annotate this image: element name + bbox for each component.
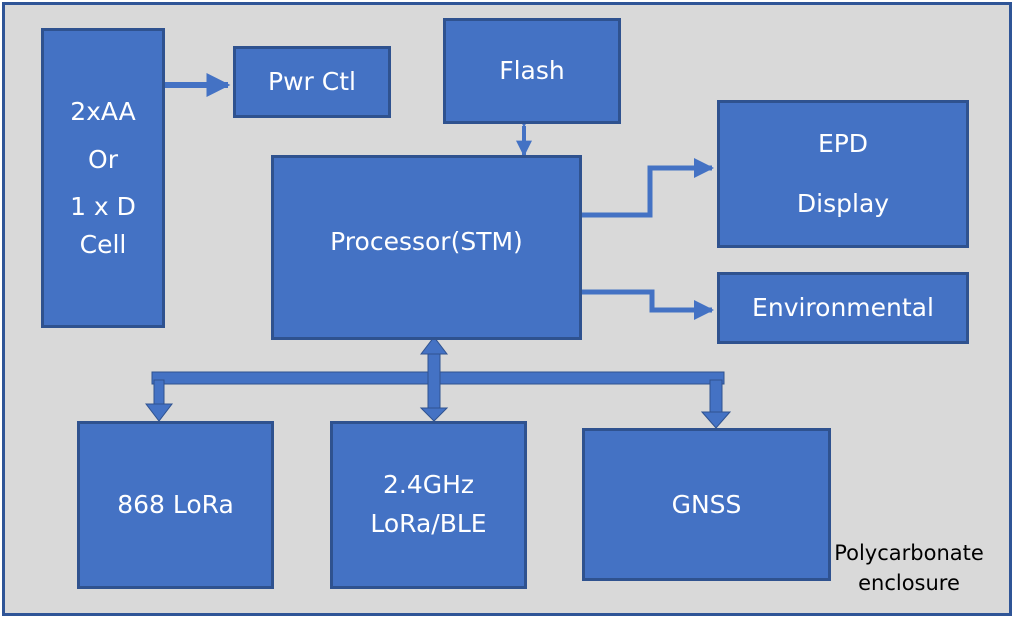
enclosure-caption-line-2: enclosure <box>858 571 960 596</box>
peripheral-bus <box>144 336 732 429</box>
lora-868-label: 868 LoRa <box>117 490 234 520</box>
environmental-block: Environmental <box>717 272 969 344</box>
battery-line-2: Or <box>88 144 118 174</box>
pwr-ctl-label: Pwr Ctl <box>268 67 356 97</box>
battery-line-3: 1 x D <box>70 192 136 221</box>
lora-24-line-1: 2.4GHz <box>382 470 475 500</box>
lora-868-block: 868 LoRa <box>77 421 274 589</box>
epd-display-block: EPD Display <box>717 100 969 248</box>
enclosure-caption-line-1: Polycarbonate <box>834 541 984 565</box>
battery-block: 2xAA Or 1 x D Cell <box>41 28 165 328</box>
environmental-label: Environmental <box>752 293 934 323</box>
pwr-ctl-block: Pwr Ctl <box>233 46 391 118</box>
gnss-label: GNSS <box>671 489 742 519</box>
epd-line-1: EPD <box>817 129 869 158</box>
lora-24-line-2: LoRa/BLE <box>370 509 487 538</box>
flash-label: Flash <box>499 56 565 86</box>
lora-24ghz-ble-block: 2.4GHz LoRa/BLE <box>330 421 527 589</box>
enclosure-caption: Polycarbonate enclosure <box>834 538 984 599</box>
gnss-block: GNSS <box>582 428 831 581</box>
flash-block: Flash <box>443 18 621 124</box>
processor-to-environmental-arrow <box>582 289 714 320</box>
processor-label: Processor(STM) <box>330 227 523 256</box>
processor-to-epd-arrow <box>582 158 714 218</box>
processor-block: Processor(STM) <box>271 155 582 340</box>
battery-line-4: Cell <box>79 229 127 259</box>
battery-line-1: 2xAA <box>70 97 136 126</box>
epd-line-2: Display <box>796 189 890 218</box>
